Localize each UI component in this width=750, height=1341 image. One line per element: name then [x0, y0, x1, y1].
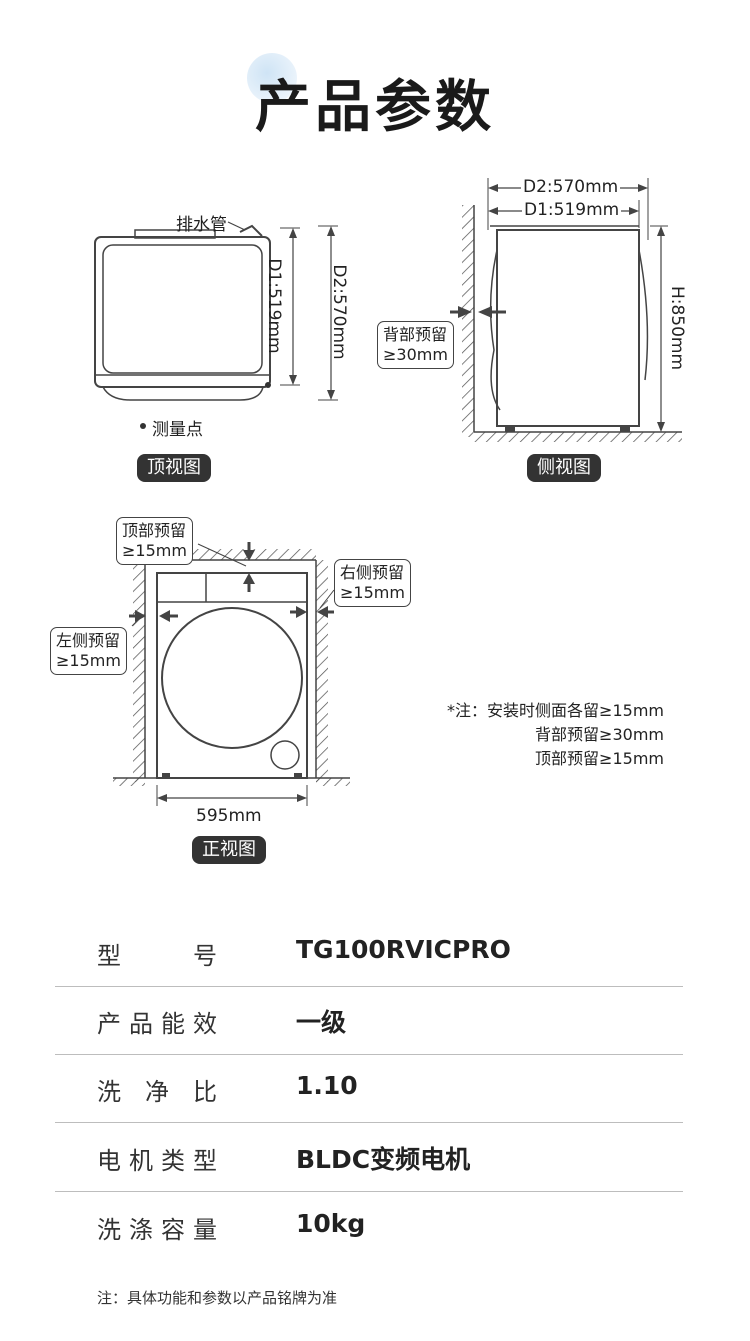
install-note-line1: *注：安装时侧面各留≥15mm	[447, 701, 664, 720]
width-label: 595mm	[196, 806, 262, 826]
top-reserve-line1: 顶部预留	[122, 521, 187, 540]
top-view-drawing	[94, 221, 338, 429]
spec-row-efficiency: 产 品 能 效 一级	[55, 986, 683, 1055]
front-view-drawing	[113, 542, 350, 806]
top-d2-label: D2:570mm	[329, 264, 349, 360]
back-reserve-line1: 背部预留	[383, 325, 448, 344]
drain-pipe-label: 排水管	[176, 215, 227, 235]
spec-value: 10kg	[296, 1209, 366, 1238]
back-reserve-line2: ≥30mm	[383, 345, 448, 364]
spec-label: 型 号	[97, 942, 217, 970]
spec-label: 电 机 类 型	[97, 1147, 217, 1175]
left-reserve-line2: ≥15mm	[56, 651, 121, 670]
side-view-badge: 侧视图	[527, 454, 601, 482]
install-note: *注：安装时侧面各留≥15mm 背部预留≥30mm 顶部预留≥15mm	[447, 699, 664, 771]
side-d2-label: D2:570mm	[521, 177, 621, 197]
footnote: 注：具体功能和参数以产品铭牌为准	[97, 1289, 338, 1307]
spec-row-motor: 电 机 类 型 BLDC变频电机	[55, 1123, 683, 1192]
top-d1-label: D1:519mm	[264, 258, 284, 354]
page-title: 产品参数	[255, 75, 495, 140]
spec-row-model: 型 号 TG100RVICPRO	[55, 918, 683, 987]
spec-value: TG100RVICPRO	[296, 935, 511, 964]
top-reserve-callout: 顶部预留 ≥15mm	[116, 517, 193, 565]
front-view-badge: 正视图	[192, 836, 266, 864]
top-view-badge: 顶视图	[137, 454, 211, 482]
right-reserve-callout: 右侧预留 ≥15mm	[334, 559, 411, 607]
install-note-line3: 顶部预留≥15mm	[535, 749, 664, 768]
spec-label: 洗 净 比	[97, 1078, 217, 1106]
spec-value: BLDC变频电机	[296, 1145, 471, 1174]
top-reserve-line2: ≥15mm	[122, 541, 187, 560]
left-reserve-callout: 左侧预留 ≥15mm	[50, 627, 127, 675]
left-reserve-line1: 左侧预留	[56, 631, 121, 650]
back-reserve-callout: 背部预留 ≥30mm	[377, 321, 454, 369]
spec-label: 产 品 能 效	[97, 1010, 217, 1038]
install-note-line2: 背部预留≥30mm	[535, 725, 664, 744]
spec-value: 一级	[296, 1008, 347, 1037]
right-reserve-line2: ≥15mm	[340, 583, 405, 602]
right-reserve-line1: 右侧预留	[340, 563, 405, 582]
measure-point-label: 测量点	[152, 420, 203, 440]
spec-row-capacity: 洗 涤 容 量 10kg	[55, 1192, 683, 1260]
spec-row-wash-ratio: 洗 净 比 1.10	[55, 1054, 683, 1123]
spec-label: 洗 涤 容 量	[97, 1216, 217, 1244]
side-h-label: H:850mm	[667, 263, 687, 393]
side-d1-label: D1:519mm	[522, 200, 622, 220]
spec-value: 1.10	[296, 1071, 358, 1100]
title-decoration	[247, 53, 297, 103]
